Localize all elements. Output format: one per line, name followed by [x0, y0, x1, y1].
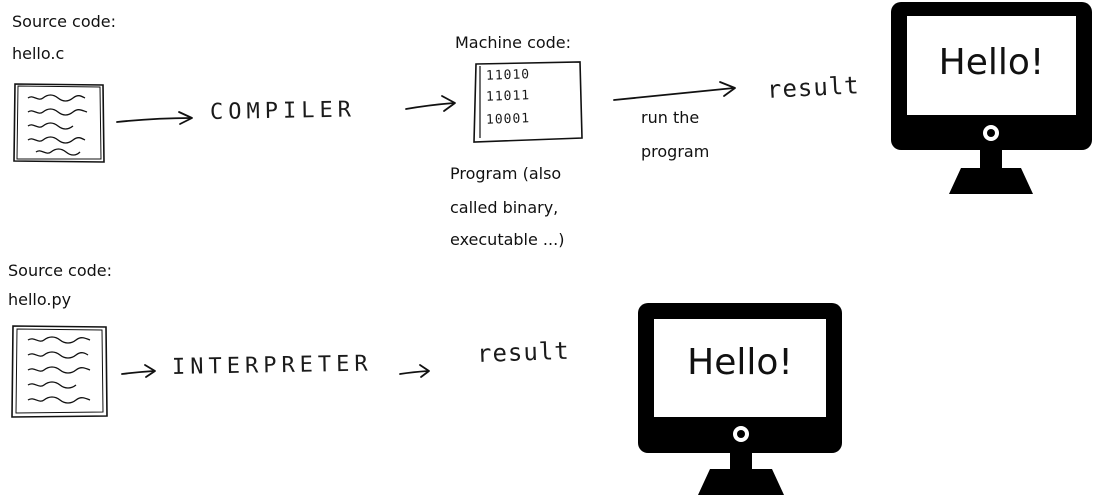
bottom-source-code-label: Source code:: [8, 261, 113, 280]
binary-line-3: 10001: [485, 111, 531, 128]
arrow-right-icon: [399, 364, 430, 378]
run-program-label-line-2: program: [641, 142, 710, 161]
program-caption-line-3: executable ...): [450, 230, 565, 249]
document-icon: [13, 83, 105, 163]
run-program-label-line-1: run the: [641, 108, 700, 127]
binary-line-2: 11011: [485, 88, 531, 105]
monitor-icon: [638, 303, 842, 495]
interpreter-label: INTERPRETER: [171, 351, 373, 380]
bottom-result-label: result: [476, 336, 571, 368]
top-source-file-name: hello.c: [12, 44, 65, 63]
top-result-label: result: [766, 71, 861, 104]
binary-file-icon: [473, 61, 583, 143]
compiler-label: COMPILER: [209, 97, 357, 125]
bottom-screen-text: Hello!: [687, 342, 793, 383]
binary-line-1: 11010: [485, 67, 531, 84]
program-caption-line-2: called binary,: [450, 198, 559, 217]
monitor-icon: [891, 2, 1092, 194]
document-icon: [11, 325, 108, 418]
top-source-code-label: Source code:: [12, 12, 117, 31]
program-caption-line-1: Program (also: [450, 164, 562, 183]
arrow-right-icon: [116, 111, 193, 125]
top-screen-text: Hello!: [938, 42, 1045, 83]
machine-code-label: Machine code:: [455, 33, 572, 52]
arrow-right-icon: [613, 81, 736, 101]
bottom-source-file-name: hello.py: [8, 290, 72, 309]
arrow-right-icon: [405, 95, 456, 112]
arrow-right-icon: [121, 364, 156, 378]
